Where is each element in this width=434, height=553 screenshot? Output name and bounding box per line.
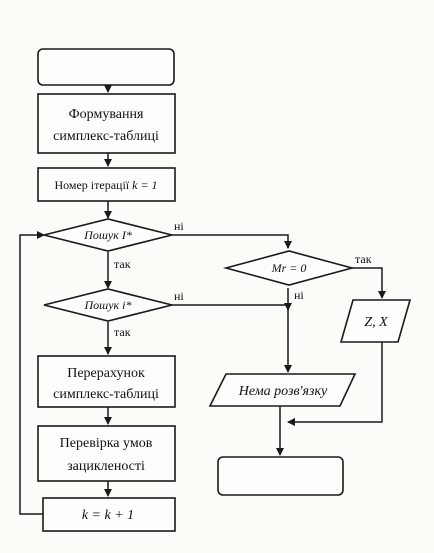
edge-loop-back: [19, 231, 45, 515]
svg-text:зацикленості: зацикленості: [67, 459, 145, 474]
iteration-block: Номер ітерації k = 1: [37, 167, 176, 202]
label-searchi-yes: так: [114, 325, 131, 339]
iteration-label: Номер ітерації k = 1: [54, 178, 157, 192]
m-zero-decision: Mr = 0: [222, 250, 356, 286]
svg-text:Нема розв'язку: Нема розв'язку: [238, 384, 328, 399]
svg-text:Z, X: Z, X: [364, 315, 388, 330]
svg-text:k = k + 1: k = k + 1: [82, 508, 134, 523]
connectors: [19, 85, 386, 515]
svg-text:Перерахунок: Перерахунок: [67, 366, 145, 381]
increment-block: k = k + 1: [42, 497, 176, 532]
no-solution-output: Нема розв'язку: [208, 373, 357, 407]
label-searchI-no: ні: [174, 219, 184, 233]
edge-m-yes: [352, 267, 386, 299]
edge-zx-to-end: [287, 342, 383, 426]
end-block: [217, 456, 344, 496]
label-m-yes: так: [355, 252, 372, 266]
svg-text:Mr = 0: Mr = 0: [271, 261, 307, 275]
edge-searchI-no: [170, 234, 292, 249]
label-searchI-yes: так: [114, 257, 131, 271]
svg-text:Пошук i*: Пошук i*: [84, 298, 132, 312]
label-m-no: ні: [294, 288, 304, 302]
form-table-block: Формування симплекс-таблиці: [37, 93, 176, 154]
svg-text:Перевірка умов: Перевірка умов: [60, 436, 153, 451]
edge-searchi-no: [170, 303, 292, 311]
zx-output: Z, X: [339, 299, 412, 343]
recalc-block: Перерахунок симплекс-таблиці: [37, 355, 176, 408]
start-block: [37, 48, 175, 86]
edge-labels: ні так ні так так ні: [114, 219, 372, 339]
search-I-decision: Пошук I*: [43, 218, 173, 252]
svg-text:Формування: Формування: [69, 107, 144, 122]
svg-text:симплекс-таблиці: симплекс-таблиці: [53, 129, 159, 144]
svg-text:симплекс-таблиці: симплекс-таблиці: [53, 387, 159, 402]
check-block: Перевірка умов зацикленості: [37, 425, 176, 482]
svg-text:Пошук I*: Пошук I*: [83, 228, 132, 242]
label-searchi-no: ні: [174, 289, 184, 303]
search-i-decision: Пошук i*: [43, 288, 173, 322]
